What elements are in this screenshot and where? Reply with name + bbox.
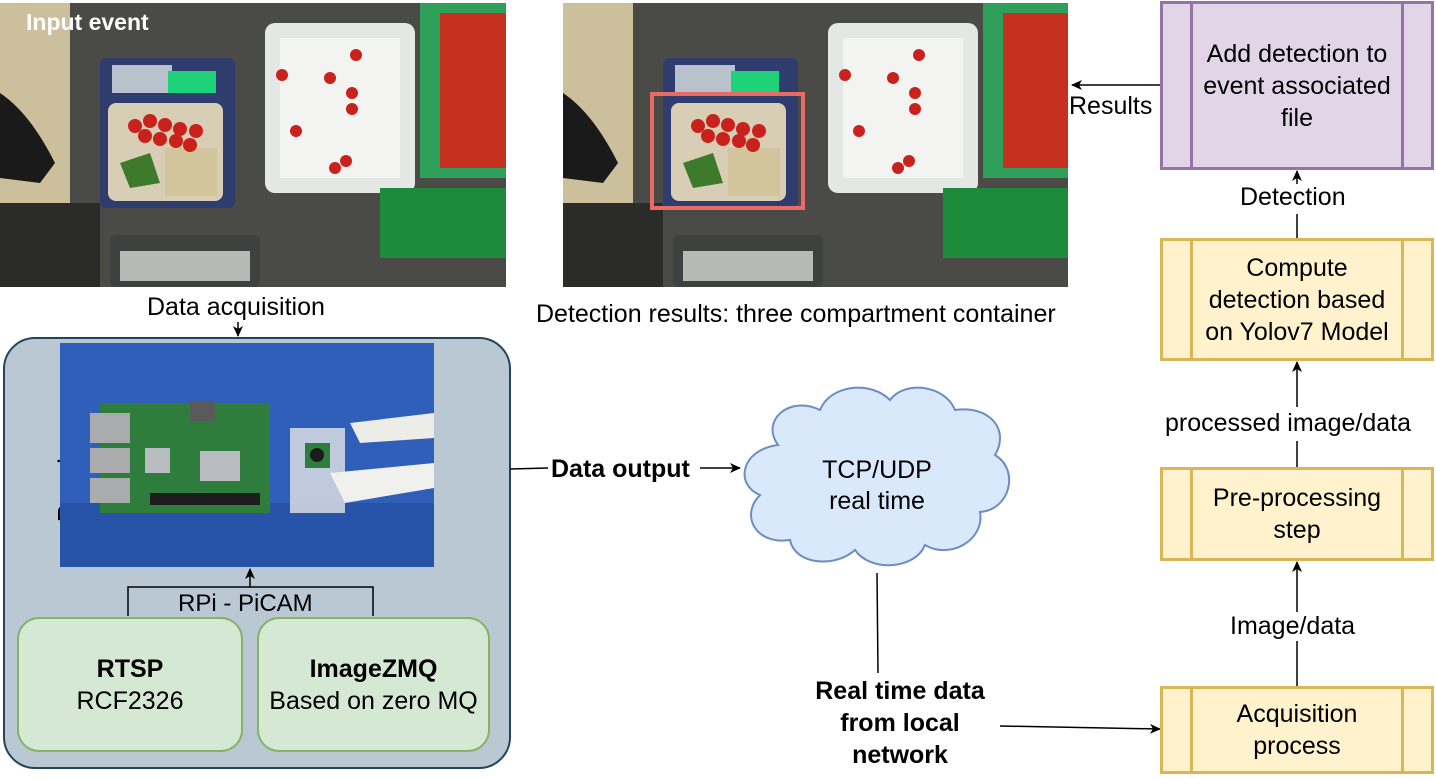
input-event-title: Input event: [26, 9, 149, 35]
results-label: Results: [1069, 92, 1153, 120]
compute-line1: Compute: [1246, 253, 1348, 282]
cloud-line1: TCP/UDP: [822, 456, 932, 484]
image-data-label: Image/data: [1230, 612, 1356, 640]
data-acquisition-label: Data acquisition: [147, 293, 325, 321]
detection-bounding-box: [650, 92, 805, 210]
preprocess-line1: Pre-processing: [1212, 484, 1382, 512]
compute-line3: on Yolov7 Model: [1205, 317, 1389, 346]
input-event-photo: Input event: [0, 3, 506, 287]
detection-result-photo: [563, 3, 1068, 287]
realtime-line3: network: [852, 741, 948, 769]
rpi-bracket: [127, 586, 374, 616]
imagezmq-title: ImageZMQ: [309, 654, 438, 683]
imagezmq-box: ImageZMQ Based on zero MQ: [257, 617, 490, 752]
cloud-shape: [743, 386, 1011, 567]
raspberry-pi-camera-image: [60, 343, 434, 567]
processed-label: processed image/data: [1165, 409, 1411, 437]
acquisition-process-box: Acquisition process: [1160, 686, 1434, 774]
data-output-label: Data output: [551, 455, 690, 483]
add-detection-line2: event associated: [1203, 71, 1391, 100]
preprocess-line2: step: [1273, 516, 1321, 544]
rpi-picam-label: RPi - PiCAM: [178, 590, 313, 617]
add-detection-line1: Add detection to: [1206, 39, 1388, 68]
cloud-label: TCP/UDP real time: [812, 455, 942, 517]
add-detection-box: Add detection to event associated file: [1160, 1, 1434, 170]
imagezmq-subtitle: Based on zero MQ: [269, 686, 478, 715]
detection-caption: Detection results: three compartment con…: [536, 300, 1056, 328]
detection-label: Detection: [1240, 183, 1346, 211]
rtsp-title: RTSP: [96, 654, 164, 683]
raspberry-pi-photo: [60, 343, 434, 567]
rtsp-box: RTSP RCF2326: [17, 617, 243, 752]
acquisition-line2: process: [1253, 732, 1341, 760]
cloud-down-line: [876, 572, 879, 674]
data-output-line: [509, 467, 549, 470]
acquisition-line1: Acquisition: [1236, 700, 1358, 728]
realtime-label: Real time data from local network: [800, 675, 1000, 771]
realtime-arrow: [999, 723, 1161, 734]
compute-detection-box: Compute detection based on Yolov7 Model: [1160, 238, 1434, 361]
realtime-line1: Real time data: [815, 677, 985, 705]
preprocessing-box: Pre-processing step: [1160, 467, 1434, 561]
cloud-line2: real time: [829, 487, 925, 515]
realtime-line2: from local: [840, 709, 960, 737]
kitchen-scene-image: [0, 3, 506, 287]
add-detection-line3: file: [1281, 103, 1313, 132]
rtsp-subtitle: RCF2326: [76, 686, 184, 715]
detection-scene-image: [563, 3, 1068, 287]
compute-line2: detection based: [1208, 285, 1386, 314]
